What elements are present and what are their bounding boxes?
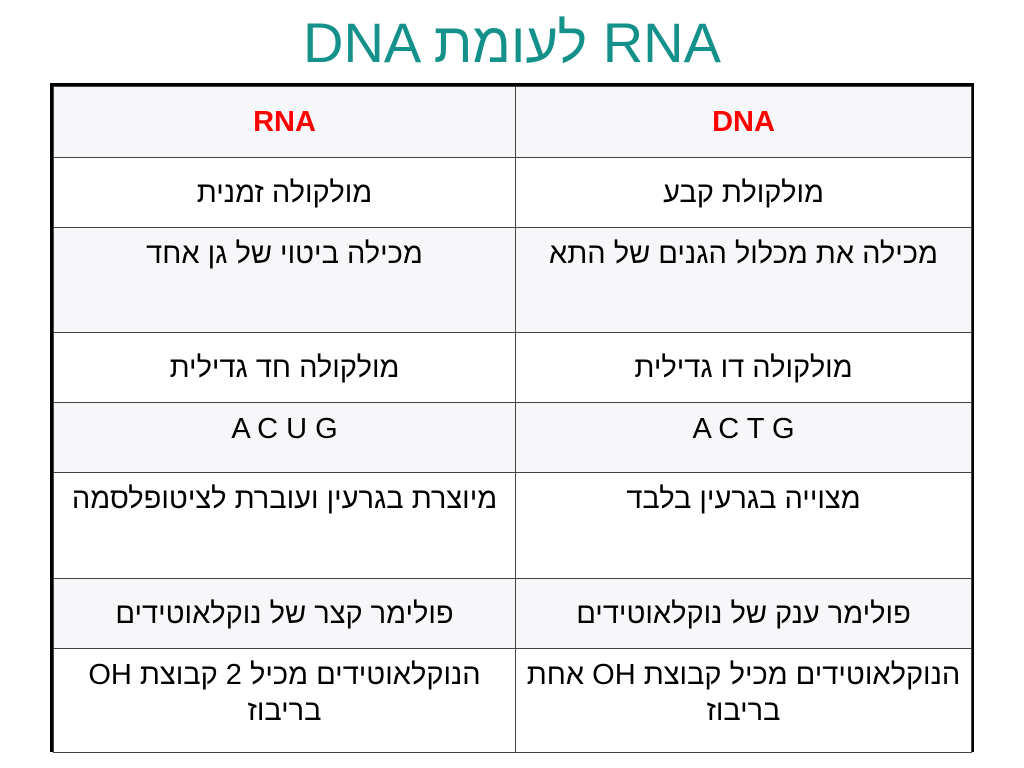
cell-rna-bases: A C U G	[53, 402, 516, 473]
comparison-table: RNA DNA מולקולה זמנית מולקולת קבע מכילה …	[53, 86, 972, 753]
cell-rna-stability: מולקולה זמנית	[53, 157, 516, 228]
cell-dna-polymer: פולימר ענק של נוקלאוטידים	[515, 578, 972, 649]
comparison-table-frame: RNA DNA מולקולה זמנית מולקולת קבע מכילה …	[50, 83, 974, 753]
cell-dna-bases: A C T G	[515, 402, 972, 473]
cell-rna-location: מיוצרת בגרעין ועוברת לציטופלסמה	[53, 472, 516, 579]
table-row: מכילה ביטוי של גן אחד מכילה את מכלול הגנ…	[53, 227, 972, 333]
table-row: A C U G A C T G	[53, 402, 972, 473]
cell-dna-location: מצוייה בגרעין בלבד	[515, 472, 972, 579]
table-header-row: RNA DNA	[53, 86, 972, 158]
cell-rna-polymer: פולימר קצר של נוקלאוטידים	[53, 578, 516, 649]
header-rna: RNA	[53, 86, 516, 158]
table-row: מולקולה זמנית מולקולת קבע	[53, 157, 972, 228]
slide-title: DNA לעומת RNA	[0, 6, 1024, 80]
cell-dna-strands: מולקולה דו גדילית	[515, 332, 972, 403]
table-row: מיוצרת בגרעין ועוברת לציטופלסמה מצוייה ב…	[53, 472, 972, 579]
cell-dna-genes: מכילה את מכלול הגנים של התא	[515, 227, 972, 333]
cell-dna-stability: מולקולת קבע	[515, 157, 972, 228]
table-row: מולקולה חד גדילית מולקולה דו גדילית	[53, 332, 972, 403]
slide-title-text: DNA לעומת RNA	[303, 11, 721, 74]
cell-rna-strands: מולקולה חד גדילית	[53, 332, 516, 403]
table-row: הנוקלאוטידים מכיל 2 קבוצת OH בריבוז הנוק…	[53, 648, 972, 753]
table-row: פולימר קצר של נוקלאוטידים פולימר ענק של …	[53, 578, 972, 649]
cell-rna-genes: מכילה ביטוי של גן אחד	[53, 227, 516, 333]
cell-rna-ribose: הנוקלאוטידים מכיל 2 קבוצת OH בריבוז	[53, 648, 516, 753]
header-dna: DNA	[515, 86, 972, 158]
cell-dna-ribose: הנוקלאוטידים מכיל קבוצת OH אחת בריבוז	[515, 648, 972, 753]
